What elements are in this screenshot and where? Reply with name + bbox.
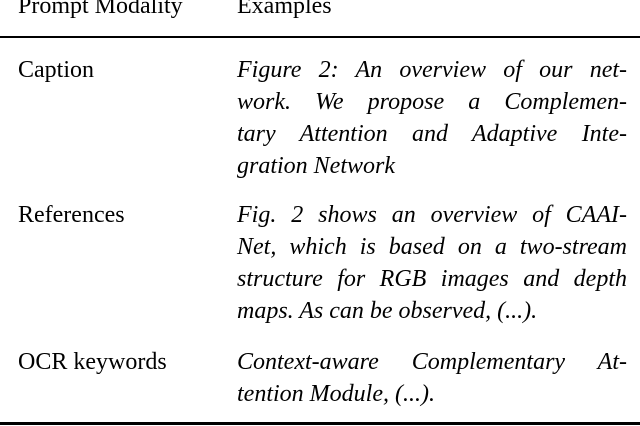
example-line: tary Attention and Adaptive Inte-: [237, 121, 627, 147]
table-header-row: Prompt Modality Examples: [0, 0, 640, 30]
example-line: tention Module, (...).: [237, 381, 435, 407]
example-line: maps. As can be observed, (...).: [237, 298, 538, 324]
example-line: Net, which is based on a two-stream: [237, 234, 627, 260]
header-prompt-modality: Prompt Modality: [18, 0, 183, 19]
example-line: structure for RGB images and depth: [237, 266, 627, 292]
example-line: Context-aware Complementary At-: [237, 349, 627, 375]
bottom-rule: [0, 422, 640, 425]
example-line: Fig. 2 shows an overview of CAAI-: [237, 202, 627, 228]
example-references: Fig. 2 shows an overview of CAAI- Net, w…: [237, 199, 627, 327]
example-ocr-keywords: Context-aware Complementary At- tention …: [237, 346, 627, 410]
modality-caption: Caption: [18, 57, 94, 83]
example-caption: Figure 2: An overview of our net- work. …: [237, 54, 627, 182]
example-line: work. We propose a Complemen-: [237, 89, 627, 115]
example-line: Figure 2: An overview of our net-: [237, 57, 627, 83]
modality-references: References: [18, 202, 125, 228]
modality-ocr-keywords: OCR keywords: [18, 349, 167, 375]
header-examples: Examples: [237, 0, 332, 19]
example-line: gration Network: [237, 153, 396, 179]
header-rule: [0, 36, 640, 38]
